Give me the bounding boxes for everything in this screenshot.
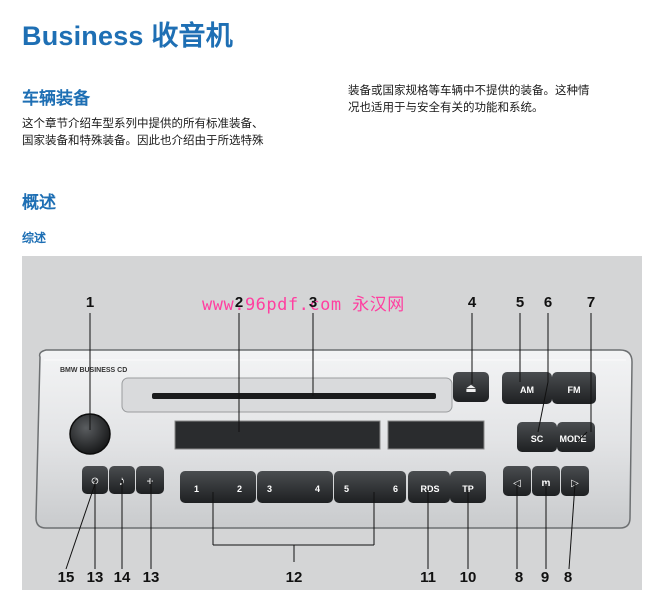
m-button [532, 466, 560, 496]
callout-number: 11 [420, 569, 436, 586]
vehicle-equipment-text-col1: 这个章节介绍车型系列中提供的所有标准装备、 国家装备和特殊装备。因此也介绍由于所… [22, 116, 264, 150]
preset-2-label: 2 [237, 484, 242, 494]
fm-label: FM [568, 385, 581, 395]
mode-button [557, 422, 595, 452]
eject-icon: ⏏ [465, 381, 476, 395]
right-arrow-icon: ▷ [571, 478, 579, 489]
text-line: 况也适用于与安全有关的功能和系统。 [348, 102, 544, 114]
text-line: 装备或国家规格等车辆中不提供的装备。这种情 [348, 85, 590, 97]
seek-right-button [561, 466, 589, 496]
preset-button-1-2 [180, 471, 256, 503]
callout-number: 3 [308, 294, 318, 311]
cd-slot [152, 393, 436, 399]
preset-3-label: 3 [267, 484, 272, 494]
sc-button [517, 422, 557, 452]
preset-1-label: 1 [194, 484, 199, 494]
callout-number: 7 [586, 294, 596, 311]
callout-leader-lines [65, 313, 592, 570]
callout-number: 5 [515, 294, 525, 311]
callout-number: 10 [459, 569, 477, 586]
text-line: 国家装备和特殊装备。因此也介绍由于所选特殊 [22, 135, 264, 147]
callout-number: 6 [543, 294, 553, 311]
callout-number: 1 [85, 294, 95, 311]
text-line: 这个章节介绍车型系列中提供的所有标准装备、 [22, 118, 264, 130]
am-button [502, 372, 552, 404]
m-label: m [542, 478, 551, 489]
tp-button [450, 471, 486, 503]
sc-label: SC [531, 434, 544, 444]
callout-number: 8 [563, 569, 573, 586]
rds-label: RDS [420, 484, 439, 494]
preset-button-5-6 [334, 471, 406, 503]
callout-number: 4 [467, 294, 477, 311]
preset-5-label: 5 [344, 484, 349, 494]
tp-label: TP [462, 484, 474, 494]
preset-6-label: 6 [393, 484, 398, 494]
fm-button [552, 372, 596, 404]
callout-number: 2 [234, 294, 244, 311]
watermark-text: www.96pdf.com 永汉网 [202, 295, 405, 315]
radio-display-main [174, 420, 381, 450]
page-title: Business 收音机 [22, 21, 233, 51]
callout-number: 9 [540, 569, 550, 586]
left-arrow-icon: ◁ [513, 478, 521, 489]
am-label: AM [520, 385, 534, 395]
radio-brand-label: BMW BUSINESS CD [60, 367, 127, 374]
preset-button-3-4 [257, 471, 333, 503]
section-subheading-summary: 综述 [22, 231, 47, 245]
preset-4-label: 4 [315, 484, 320, 494]
section-heading-vehicle-equipment: 车辆装备 [22, 89, 90, 108]
radio-display-secondary [387, 420, 485, 450]
callout-number: 13 [86, 569, 104, 586]
callout-number: 14 [113, 569, 131, 586]
callout-number: 8 [514, 569, 524, 586]
section-heading-overview: 概述 [22, 193, 56, 212]
plus-button [136, 466, 164, 494]
eject-button [453, 372, 489, 402]
seek-left-button [503, 466, 531, 496]
plus-icon: + [146, 474, 153, 488]
rds-button [408, 471, 450, 503]
callout-number: 12 [285, 569, 303, 586]
callout-number: 15 [57, 569, 75, 586]
callout-number: 13 [142, 569, 160, 586]
mode-label: MODE [560, 434, 587, 444]
vehicle-equipment-text-col2: 装备或国家规格等车辆中不提供的装备。这种情 况也适用于与安全有关的功能和系统。 [348, 83, 590, 117]
